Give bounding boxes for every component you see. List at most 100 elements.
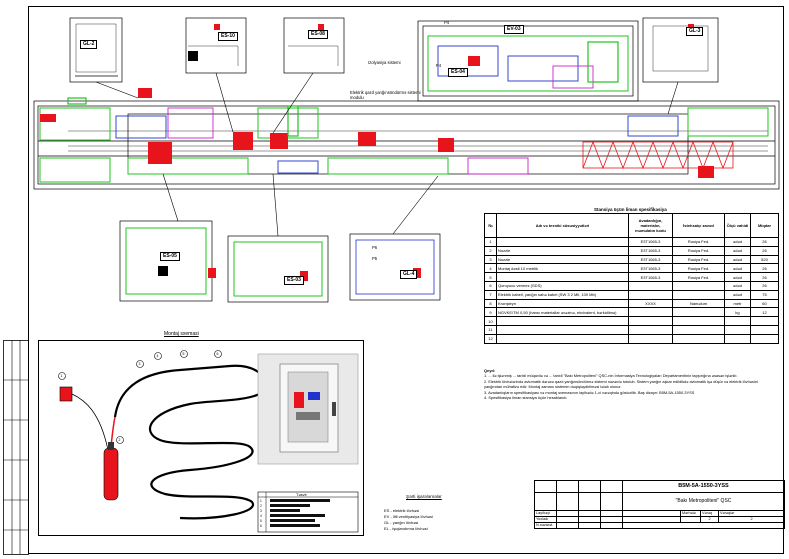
notes-heading: Qeyd: [484,368,496,373]
spec-header: № [484,213,497,238]
spec-cell: 26 [750,280,779,291]
spec-cell [672,324,725,335]
spec-header: Miqdar [750,213,779,238]
callout-label: P5 [372,256,378,261]
installation-diagram [58,350,359,533]
spec-cell: ədəd [724,289,751,300]
extinguisher-cylinder [103,447,119,501]
spec-cell: Kronşteyn [496,298,629,309]
zone-tag: GL-2 [80,40,98,49]
installation-frame [38,340,364,536]
callout-label: P4 [444,20,450,25]
spec-cell: ЕЗТ1065-3 [628,254,673,265]
installation-title: Montaj sxemasi [164,331,199,337]
spec-cell: ədəd [724,263,751,274]
spec-cell: ədəd [724,254,751,265]
magenta-zones [167,65,594,175]
spec-cell: 11 [484,324,497,335]
spec-cell: 26 [750,263,779,274]
drawing-frame [28,6,784,554]
spec-cell: 7 [484,289,497,300]
drawing-code: B5M-5A-1550-3YSS [622,480,785,493]
notes-block: Qeyd: 1. ... ilə işlənmiş ... tarixli mü… [484,368,776,400]
spec-cell: Montaj dəsti 10 metrlik [496,263,629,274]
spec-cell [672,289,725,300]
callout-number: 4 [156,353,159,358]
inset-gl3 [642,17,719,115]
spec-cell [750,316,779,326]
hatch-region [582,140,734,170]
spec-cell [496,237,629,247]
spec-cell [628,324,673,335]
spec-cell: 1 [484,237,497,247]
annotation-text: Izolyasiya sistemi [368,60,401,65]
legend-item: EL - işıqlandırma lövhəsi [384,526,428,531]
legend-item: ES - elektrik lövhəsi [384,508,420,513]
spec-cell: 520 [750,254,779,265]
spec-cell: 4 [484,263,497,274]
zone-tag: ES-04 [448,68,468,77]
callout-number: 1 [60,373,63,378]
spec-cell [628,316,673,326]
spec-cell: ədəd [724,280,751,291]
spec-cell [750,324,779,335]
spec-cell: Elektrik kabeli, yanğın sahə kabel (SW 3… [496,289,629,300]
spec-cell: Rusiya Fed. [672,263,725,274]
note-item: 3. Avadanlıqların spesifikasiyası və mon… [484,389,695,395]
spec-cell: ədəd [724,237,751,247]
spec-cell: 26 [750,245,779,256]
spec-row: 10 [484,316,779,326]
spec-cell: 2 [484,245,497,256]
spec-cell: ədəd [724,245,751,256]
spec-cell [628,333,673,344]
spec-cell [724,333,751,344]
spec-cell: 26 [750,272,779,282]
inset-es08 [272,17,345,134]
spec-header: Ölçü vahidi [724,213,751,238]
spec-cell: ЕЗТ1065-3 [628,245,673,256]
blue-zones [115,45,679,174]
spec-cell: kg [724,307,751,318]
legend-item: GL - yanğın lövhəsi [384,520,419,525]
spec-cell: 75 [750,289,779,300]
inset-gl2 [69,17,139,99]
detector-cable [113,364,268,520]
callout-label: P4 [436,63,442,68]
spec-cell: 8 [484,298,497,309]
zone-tag: ES-10 [218,32,238,41]
callout-number: 5 [182,351,185,356]
inset-es03 [227,173,329,303]
spec-table: № Adı və texniki xüsusiyyətləri Avadanlı… [484,213,779,344]
callout-number: 2 [118,437,121,442]
annotation-text: Elektrik qazd yanğınsöndürmə sistemi mod… [350,90,421,100]
spec-cell [724,324,751,335]
spec-cell: ЕЗТ1065-3 [628,272,673,282]
spec-cell: 26 [750,237,779,247]
legend-title: Şərti işarələmələr [406,494,442,499]
callout-circles [58,350,222,444]
spec-title: Stansiya üçün liman spesifikasiya [594,207,667,212]
spec-cell: metr [724,298,751,309]
spec-cell [496,324,629,335]
spec-cell [672,307,725,318]
control-module [59,386,73,402]
note-item: 4. Spesifikasiya liman stansiya üçün hes… [484,395,568,401]
spec-cell [672,280,725,291]
spec-cell: Rusiya Fed. [672,272,725,282]
spec-cell [496,272,629,282]
spec-cell [672,333,725,344]
note-item: 1. ... ilə işlənmiş ... tarixli müqavilə… [484,373,738,379]
spec-cell [724,316,751,326]
spec-cell: Nozzle [496,254,629,265]
spec-row: 12 [484,333,779,344]
inset-gl4 [349,175,441,301]
floor-plan [33,17,780,303]
